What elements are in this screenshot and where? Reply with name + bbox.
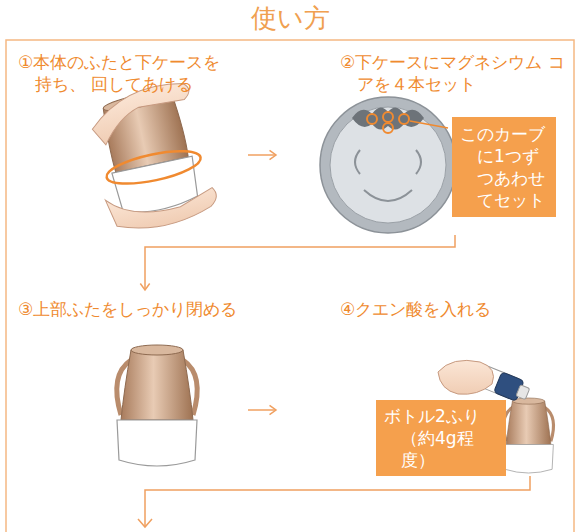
open-device-figure [84, 79, 220, 237]
step-text: ②下ケースにマグネシウム コアを４本セット [340, 51, 568, 95]
arrowhead [270, 150, 276, 159]
arrow-line [145, 235, 455, 290]
continue-arrow [145, 476, 530, 526]
arrowhead [270, 405, 276, 414]
callout-text: ボトル2ふり （約4g程度） [384, 405, 500, 471]
step-text: ①本体のふたと下ケースを 持ち、 回してあける [18, 51, 242, 95]
arrow-line [248, 409, 276, 411]
lower-case-top-view [320, 97, 456, 233]
step-arrow [248, 150, 276, 159]
closed-device-figure [117, 345, 197, 466]
step-text: ③上部ふたをしっかり閉める [18, 298, 242, 320]
arrow-line [248, 154, 276, 156]
callout-box: このカーブに1つずつあわせてセット [452, 117, 556, 217]
step-text: ④クエン酸を入れる [340, 298, 568, 320]
arrowhead [140, 284, 149, 290]
step-panel: ①本体のふたと下ケースを 持ち、 回してあける [8, 45, 244, 280]
leader-line [410, 121, 448, 128]
step-arrow [140, 235, 455, 290]
step-panel: ④クエン酸を入れるボトル2ふり （約4g程度） [280, 292, 574, 472]
continue-arrowhead [138, 519, 152, 527]
step-panel: ③上部ふたをしっかり閉める [8, 292, 244, 482]
page-title: 使い方 [0, 2, 580, 34]
step-arrow [248, 405, 276, 414]
step-panel: ②下ケースにマグネシウム コアを４本セットこのカーブに1つずつあわせてセット [280, 45, 574, 235]
callout-text: このカーブに1つずつあわせてセット [460, 123, 549, 211]
callout-box: ボトル2ふり （約4g程度） [376, 400, 506, 476]
panel-border [6, 40, 574, 532]
